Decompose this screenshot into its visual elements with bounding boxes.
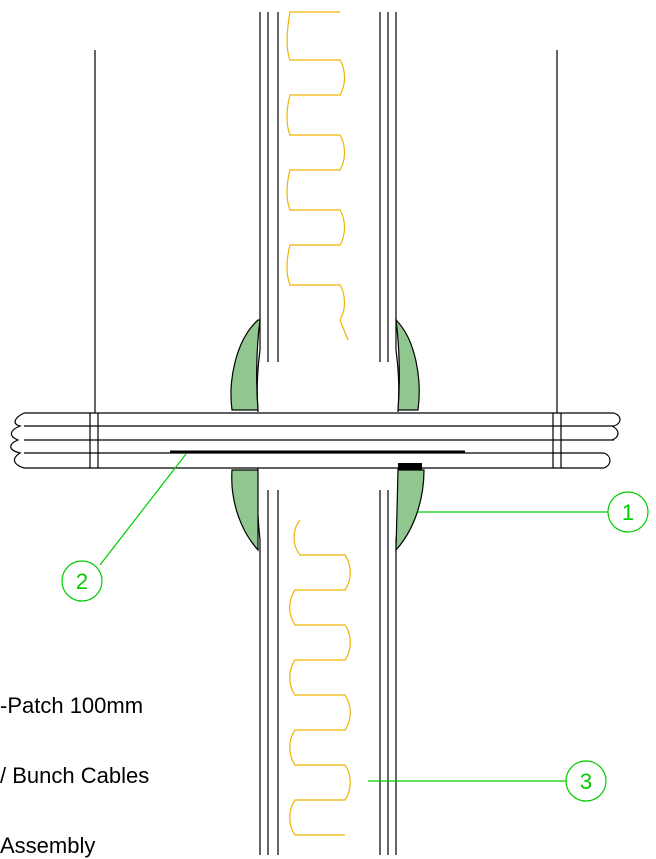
wall-upper-section	[256, 12, 400, 413]
sealant-lower-left	[231, 469, 259, 552]
callout-2-label: 2	[76, 569, 88, 594]
legend-item-assembly: Assembly	[0, 833, 96, 858]
callout-1: 1	[418, 491, 649, 533]
callout-1-bubble	[607, 491, 649, 533]
callout-2: 2	[61, 453, 187, 602]
wall-lower-section	[256, 467, 400, 855]
legend-item-patch: -Patch 100mm	[0, 693, 144, 718]
fire-sealant	[230, 318, 425, 552]
insulation-upper	[286, 11, 349, 341]
sealant-lower-right	[395, 469, 425, 552]
callout-3-bubble	[565, 760, 607, 802]
callout-3: 3	[368, 760, 607, 802]
callout-2-bubble	[61, 560, 103, 602]
sealant-upper-right	[395, 318, 420, 411]
sealant-backing-tab	[398, 463, 422, 470]
callout-1-label: 1	[622, 500, 634, 525]
sealant-upper-left	[230, 319, 261, 411]
callout-2-leader	[99, 453, 187, 566]
insulation-lower	[289, 519, 351, 836]
cable-bundle	[10, 412, 621, 469]
callout-3-label: 3	[580, 769, 592, 794]
legend-item-bunch-cables: / Bunch Cables	[0, 763, 150, 788]
outer-reference-lines	[94, 50, 558, 413]
